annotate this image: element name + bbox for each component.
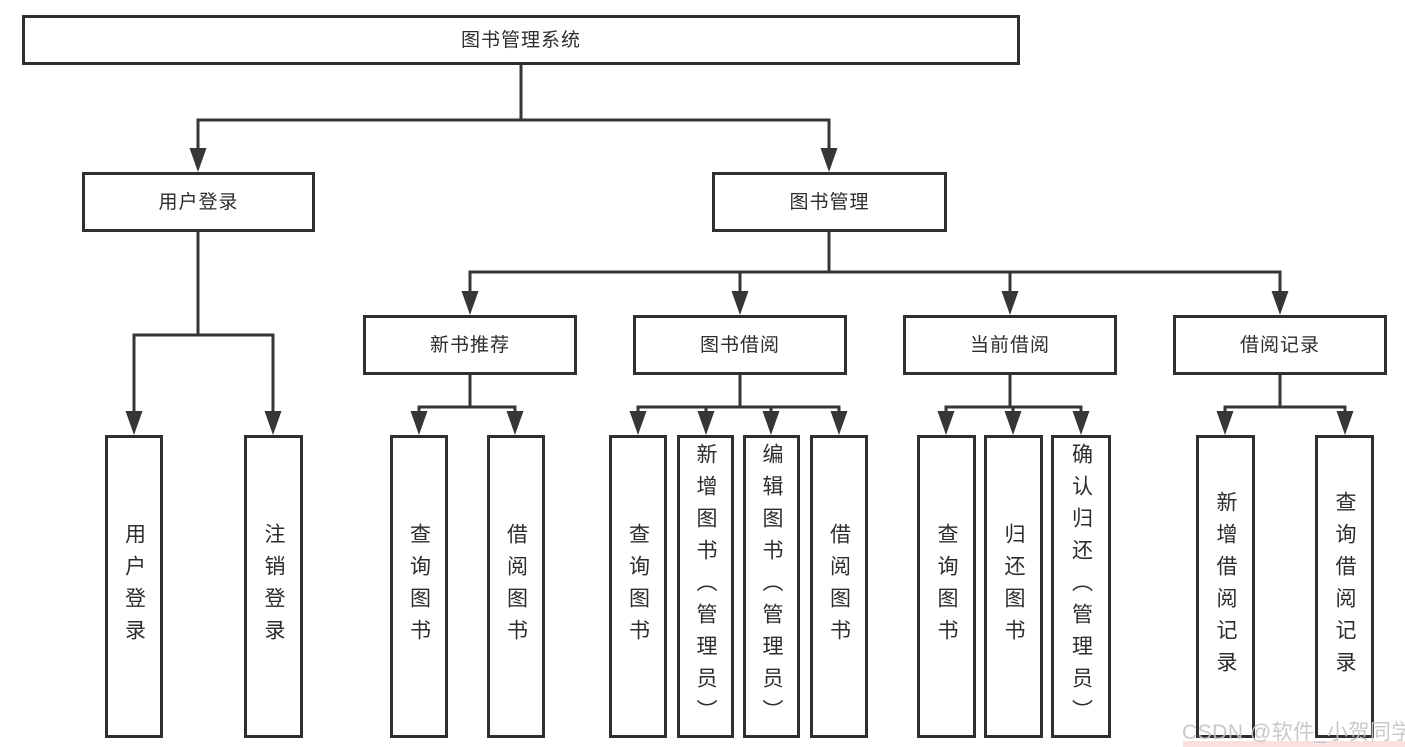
leaf-query-books-1: 查询图书 bbox=[390, 435, 448, 738]
node-new-book-recommend: 新书推荐 bbox=[363, 315, 577, 375]
leaf-query-borrow-record: 查询借阅记录 bbox=[1315, 435, 1374, 738]
leaf-logout: 注销登录 bbox=[244, 435, 303, 738]
leaf-edit-book-admin: 编辑图书（管理员） bbox=[743, 435, 800, 738]
node-user-login-branch: 用户登录 bbox=[82, 172, 315, 232]
node-book-management-branch: 图书管理 bbox=[712, 172, 947, 232]
node-borrow-records: 借阅记录 bbox=[1173, 315, 1387, 375]
leaf-confirm-return-admin: 确认归还（管理员） bbox=[1051, 435, 1111, 738]
leaf-borrow-books-2: 借阅图书 bbox=[810, 435, 868, 738]
leaf-return-book: 归还图书 bbox=[984, 435, 1043, 738]
leaf-borrow-books-1: 借阅图书 bbox=[487, 435, 545, 738]
leaf-user-login: 用户登录 bbox=[105, 435, 163, 738]
csdn-watermark: CSDN @软件_小贺同学 bbox=[1182, 721, 1405, 744]
node-current-borrow: 当前借阅 bbox=[903, 315, 1117, 375]
leaf-add-book-admin: 新增图书（管理员） bbox=[677, 435, 734, 738]
leaf-add-borrow-record: 新增借阅记录 bbox=[1196, 435, 1255, 738]
node-book-borrow: 图书借阅 bbox=[633, 315, 847, 375]
watermark-highlight bbox=[1183, 741, 1405, 747]
node-root-library-system: 图书管理系统 bbox=[22, 15, 1020, 65]
leaf-query-books-2: 查询图书 bbox=[609, 435, 667, 738]
leaf-query-books-3: 查询图书 bbox=[917, 435, 976, 738]
